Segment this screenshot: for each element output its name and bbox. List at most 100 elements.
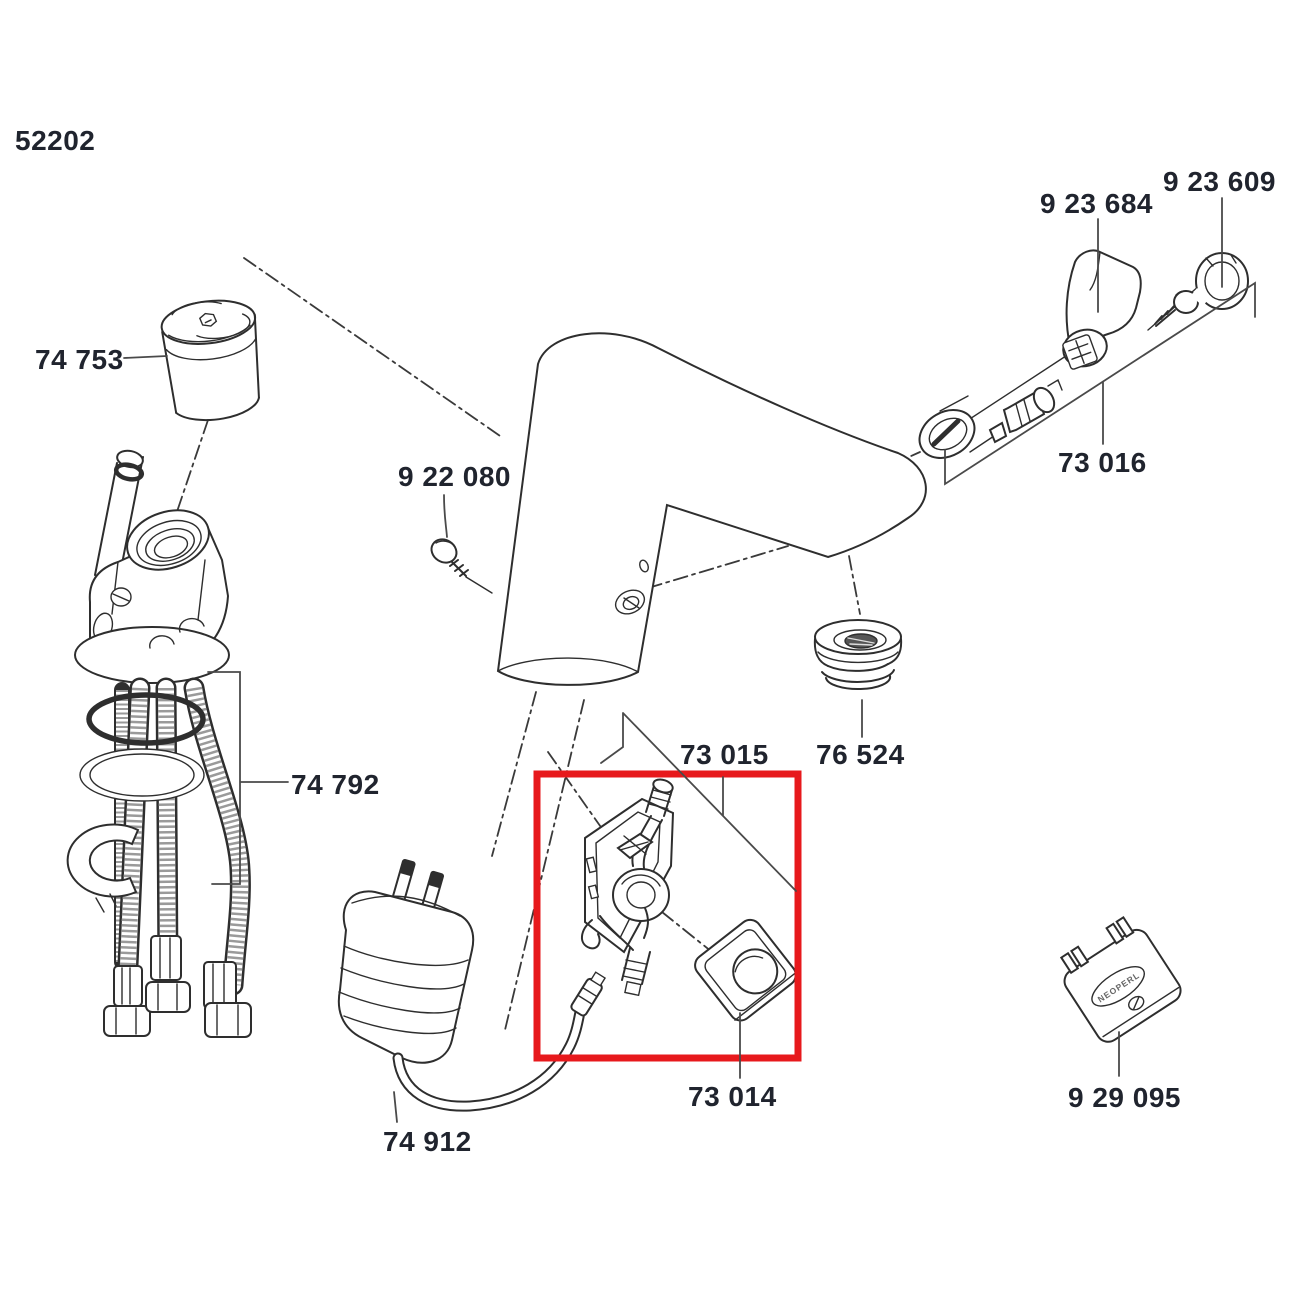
plug-slot [931,418,961,447]
sensor-screw-slot [623,597,640,609]
aerator-mesh-lines [847,637,875,646]
axis-cartridge-to-body [243,257,504,439]
power-supply-part [337,858,607,1112]
cartridge-bottom [175,396,260,422]
collar-2 [150,935,182,981]
axis-base-to-cable [504,699,585,1031]
small-screw-threads [1154,305,1176,327]
collar-3-ridges [212,963,225,1007]
part-label-923609: 9 23 609 [1163,166,1276,197]
aerator-part [813,619,903,691]
service-key-part: NEOPERL [1059,915,1182,1043]
key-prong-3 [1105,922,1125,945]
axis-module-to-escutcheon [661,911,713,953]
leader-lines [123,197,1256,1123]
product-code-label: 52202 [15,125,95,156]
aerator-knurl [817,651,899,664]
nut-3-facets [216,1004,239,1036]
spool-neck [988,421,1008,444]
horseshoe-notch [95,893,117,913]
faucet-outline [496,332,927,686]
part-labels: 52202 74 753 9 22 080 9 23 684 9 23 609 … [15,125,1276,1157]
part-label-74753: 74 753 [35,344,124,375]
escutcheon-window-arc [734,955,764,973]
part-label-74792: 74 792 [291,769,380,800]
part-label-73015: 73 015 [680,739,769,770]
nut-1 [103,1005,151,1037]
cable-fill [394,1008,584,1110]
lever-handle-923684 [1062,249,1142,370]
axis-sensor-window [647,545,789,589]
key-prong-4 [1115,915,1135,939]
o-ring [86,692,206,746]
leader-74912 [393,1091,398,1123]
axis-into-module [547,751,623,858]
base-socket-thread-3 [153,535,189,559]
collar-3 [203,961,237,1009]
plug-body [939,395,995,453]
cartridge-bayonet-tabs [171,301,251,340]
bracket-73016 [944,281,1256,486]
horseshoe-plate [66,823,140,898]
collar-1-ridges [121,967,131,1005]
key-oval [1091,965,1145,1007]
screw-and-ring-923609 [1154,252,1249,327]
adapter-ribs [338,895,469,1034]
aerator-sides [813,638,903,667]
module-slot-2 [587,884,600,900]
key-prong-1 [1059,951,1080,975]
screw-pointer [465,576,493,594]
faucet-base-rim [497,657,639,673]
lever-edge [1089,251,1101,291]
axis-base-left [491,691,537,857]
aerator-flange [821,663,895,683]
spool-end [1032,386,1056,414]
screw-head-cap [435,540,455,547]
nut-2-facets [157,983,178,1011]
leader-922080 [443,494,448,538]
bracket-74792 [207,671,289,885]
lever-stem-slots [1068,340,1092,364]
part-label-922080: 9 22 080 [398,461,511,492]
nut-3 [204,1002,252,1038]
base-flange [74,626,230,684]
module-drum-core [626,881,656,909]
solenoid-module-part [581,778,675,997]
key-prong-2 [1069,945,1090,968]
cartridge-band-2 [165,337,257,361]
part-label-929095: 9 29 095 [1068,1082,1181,1113]
faucet-body [496,332,927,686]
ring-gap [1190,288,1210,306]
cartridge-stem [198,312,218,327]
key-thickness [1102,986,1180,1038]
nut-2 [145,981,191,1013]
plug-pin-1-tip [399,859,416,877]
module-hook [581,919,601,950]
module-coil-cross [619,835,649,855]
adapter-body [337,890,475,1064]
escutcheon-thickness [734,971,798,1021]
highlight-box [533,770,802,1062]
plug-pin-2-tip [428,871,444,889]
part-label-73014: 73 014 [688,1081,777,1112]
valve-chain-73016 [918,272,1215,459]
base-screw-slot [112,593,130,602]
faucet-pin-hole [639,559,649,573]
base-assembly [66,449,252,1038]
bracket-73015 [600,712,797,892]
axis-spout-to-aerator [848,555,861,615]
flange-stud-arches [149,617,205,649]
washer-inner [89,753,195,797]
spool-tab [1047,378,1063,391]
aerator-bottom [825,675,892,691]
base-facets [111,559,206,621]
screw-head [430,538,458,564]
cartridge-sides [161,313,260,414]
screw-threads [449,559,469,577]
key-hole-slash [1132,995,1140,1011]
standpipe-oring [113,462,145,482]
ring-notches [1205,254,1237,267]
collar-1 [113,965,143,1007]
